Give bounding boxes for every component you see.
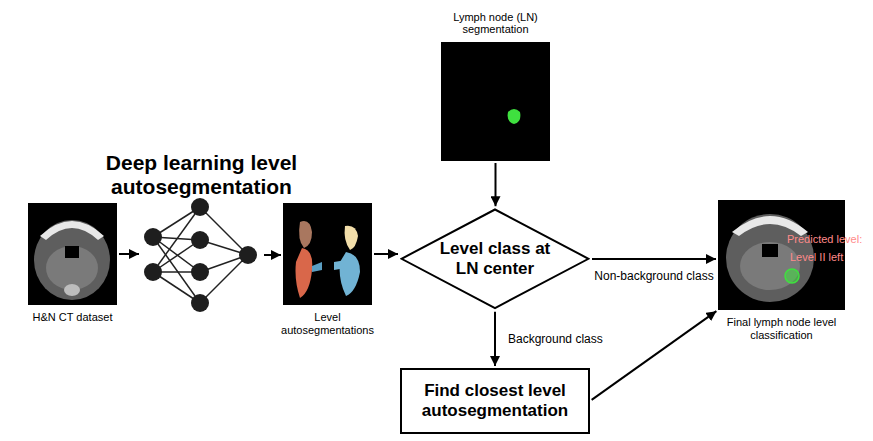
decision-diamond: Level class at LN center — [400, 208, 590, 310]
flow-arrow — [592, 258, 716, 260]
flow-arrow — [495, 163, 497, 206]
flow-arrow — [264, 254, 281, 256]
process-box: Find closest level autosegmentation — [400, 368, 590, 434]
flow-arrow — [592, 311, 717, 400]
flow-arrow — [374, 253, 398, 255]
overlay-label: Level II left — [790, 251, 843, 264]
image-panel: Level autosegmentations — [283, 203, 372, 305]
image-panel: Deep learning level autosegmentation — [141, 205, 262, 305]
image-caption: Final lymph node level classification — [712, 316, 852, 341]
final-ct-image — [718, 200, 845, 310]
image-caption: Level autosegmentations — [278, 311, 378, 336]
edge-label: Background class — [505, 332, 606, 346]
diamond-shape — [402, 210, 589, 309]
neural-network — [144, 198, 257, 312]
edge-label: Non-background class — [591, 269, 716, 283]
image-panel: H&N CT dataset — [28, 203, 117, 305]
image-caption: Lymph node (LN) segmentation — [431, 11, 561, 36]
section-heading: Deep learning level autosegmentation — [62, 151, 342, 199]
flow-arrow — [494, 312, 496, 366]
node-text: Find closest level autosegmentation — [410, 381, 580, 422]
overlay-label: Predicted level: — [787, 233, 862, 246]
autoseg-image — [283, 203, 372, 305]
ln-mask-image — [441, 42, 550, 161]
ct-image — [28, 203, 117, 305]
flow-arrow — [119, 253, 139, 255]
image-caption: H&N CT dataset — [18, 311, 128, 324]
node-text: Level class at LN center — [430, 239, 560, 280]
image-panel: Lymph node (LN) segmentation — [441, 42, 550, 161]
